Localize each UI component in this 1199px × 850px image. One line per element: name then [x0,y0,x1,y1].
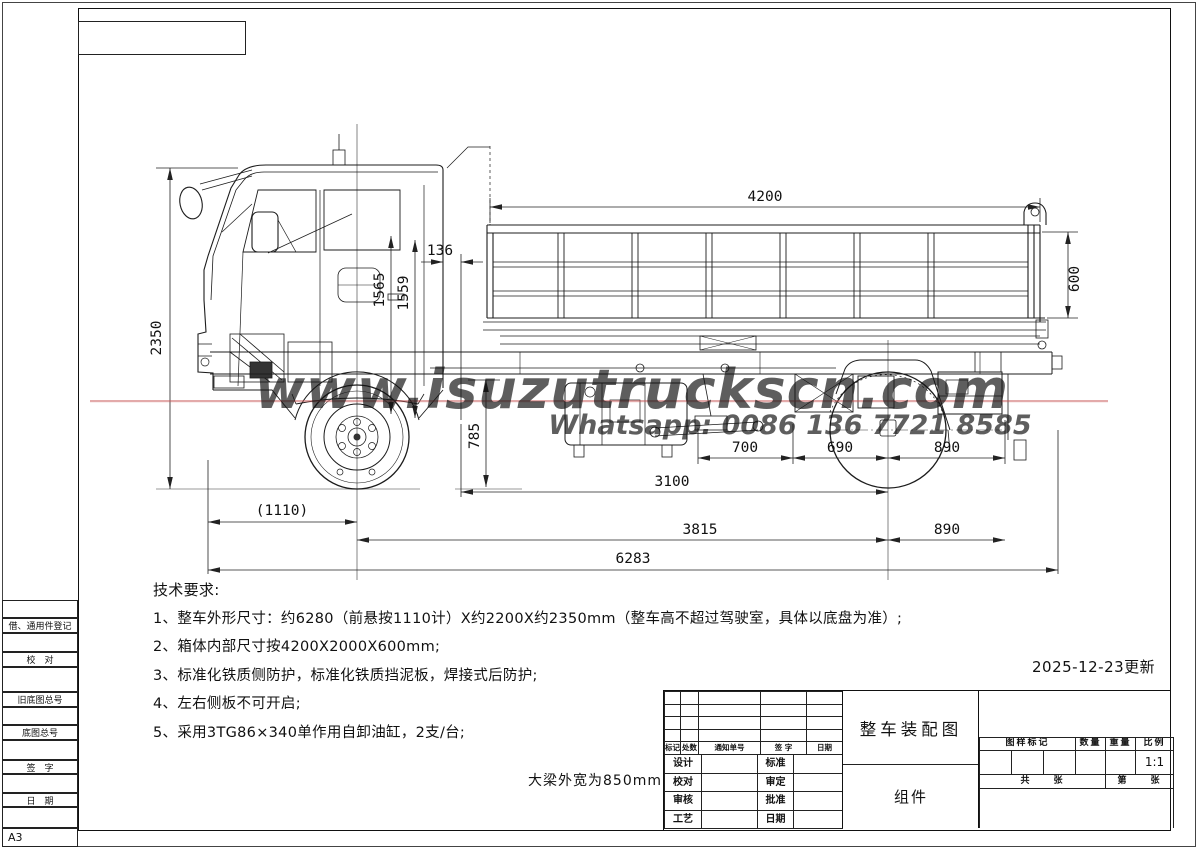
beam-width-note: 大梁外宽为850mm [528,773,662,789]
top-left-code-box [78,21,246,55]
title-block-middle: 整车装配图 组件 [842,691,979,829]
dim-cab-gap: 136 [427,243,453,259]
watermark-url: www.isuzutruckscn.com [255,358,1009,421]
watermark-whatsapp: Whatsapp: 0086 136 7721 8585 [548,410,1031,441]
margin-label-master-no: 底图总号 [2,725,78,740]
chassis [210,335,1063,461]
paper-format-label: A3 [2,828,78,847]
scale-value: 1:1 [1135,749,1174,775]
title-block-right: 图样标记 数量 重量 比例 1:1 共 张 第 张 [978,691,1174,829]
dim-wheelbase: 3815 [683,522,718,538]
tech-req-item: 4、左右侧板不可开启; [153,696,301,712]
dim-700: 700 [732,440,758,456]
tech-req-title: 技术要求: [153,581,220,599]
dim-rear-overhang: 890 [934,522,960,538]
signature-table: 设计 标准 校对 审定 审核 批准 工艺 日期 [664,754,843,829]
drawing-subtitle: 组件 [893,788,928,806]
wiper [221,203,253,233]
hoist-bracket [699,335,757,351]
margin-box-empty [2,807,78,828]
dim-690: 690 [827,440,853,456]
technical-requirements: 技术要求: 1、整车外形尺寸：约6280（前悬按1110计）X约2200X约23… [153,576,903,747]
margin-label-old-master-no: 旧底图总号 [2,692,78,707]
update-date-note: 2025-12-23更新 [1032,658,1156,676]
rear-fender [835,359,951,431]
dim-box-height: 600 [1067,266,1083,292]
dim-overall-length: 6283 [616,551,651,567]
watermark: www.isuzutruckscn.com Whatsapp: 0086 136… [90,358,1108,441]
drawing-title: 整车装配图 [843,691,979,765]
tech-req-item: 5、采用3TG86×340单作用自卸油缸，2支/台; [153,724,466,741]
tech-req-item: 3、标准化铁质侧防护，标准化铁质挡泥板，焊接式后防护; [153,667,538,684]
dim-890-upper: 890 [934,440,960,456]
rear-wheel [829,359,951,489]
margin-label-date: 日 期 [2,793,78,807]
dim-box-length: 4200 [748,189,783,205]
door-handle [387,293,405,301]
dim-3100: 3100 [655,474,690,490]
front-fender-arch [294,371,420,421]
dimensions [156,167,1078,574]
cab [179,134,444,421]
dim-front-overhang: (1110) [256,503,308,519]
dim-frame-height: 785 [467,423,483,449]
margin-box-empty [2,633,78,652]
tech-req-item: 1、整车外形尺寸：约6280（前悬按1110计）X约2200X约2350mm（整… [153,610,903,627]
tailgate-latch [1035,319,1049,339]
rearview-mirror [179,186,203,220]
margin-box-empty [2,774,78,793]
fuel-tank [564,382,688,446]
dim-cab-height-1: 1565 [372,273,388,308]
margin-label-signature: 签 字 [2,760,78,774]
battery-box [937,371,1003,415]
mirror-arm [199,169,253,191]
title-block: 标记 处数 通知单号 签 字 日期 设计 标准 校对 审定 审核 批准 [663,690,1174,831]
cargo-box [446,146,1049,350]
margin-label-proofread: 校 对 [2,652,78,667]
tipping-hinge-lug [1023,202,1047,225]
margin-box-empty [2,707,78,725]
margin-box-empty [2,600,78,618]
box-rails [493,261,1028,297]
watermark-line [90,400,1108,403]
door-mirror [251,211,279,253]
drawing-frame [78,8,1171,831]
tech-req-item: 2、箱体内部尺寸按4200X2000X600mm; [153,639,441,655]
dim-cab-height-2: 1559 [396,276,412,311]
margin-box-empty [2,740,78,760]
sig-label-process: 工艺 [664,810,702,829]
margin-label-borrowed-parts: 借、通用件登记 [2,618,78,633]
dimension-labels: 2350 4200 600 136 1565 1559 785 700 690 … [149,189,1083,567]
front-wheel [304,384,410,490]
dim-overall-height: 2350 [149,321,165,356]
hoist-linkage [654,421,759,437]
margin-box-empty [2,667,78,692]
box-stakes [557,233,935,318]
